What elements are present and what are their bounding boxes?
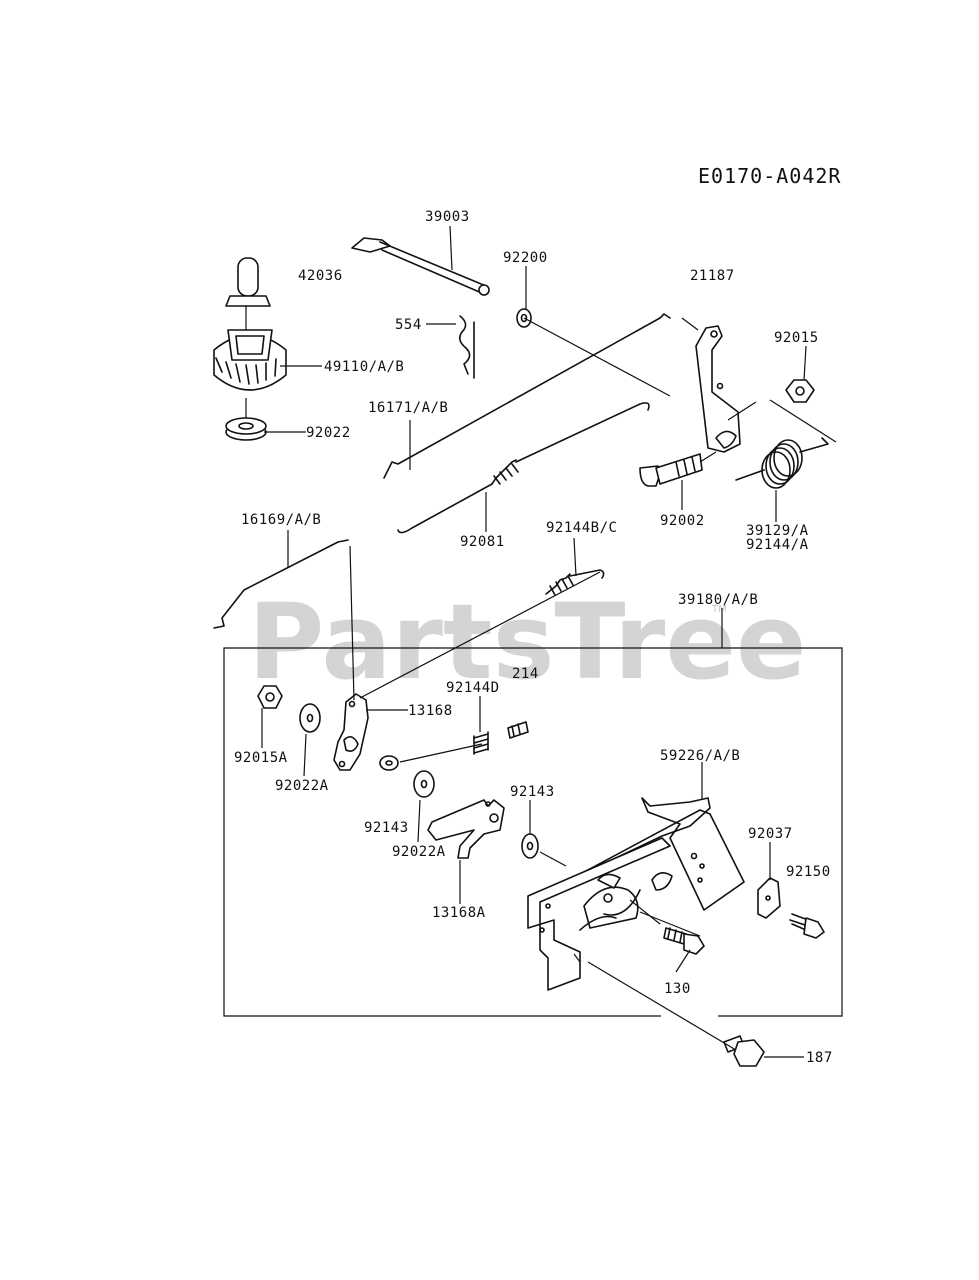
label-49110[interactable]: 49110/A/B [324,359,404,375]
assembly-frame [223,647,843,1017]
label-92144a[interactable]: 92144/A [746,537,809,553]
choke-rod-part[interactable] [213,539,349,629]
label-92144d[interactable]: 92144D [446,680,500,696]
label-92150[interactable]: 92150 [786,864,831,880]
governor-spring-part[interactable] [397,402,650,534]
label-39129[interactable]: 39129/A [746,523,809,539]
label-13168[interactable]: 13168 [408,703,453,719]
label-92002[interactable]: 92002 [660,513,705,529]
bolt-92150-part[interactable] [789,913,825,939]
label-39180[interactable]: 39180/A/B [678,592,758,608]
watermark: PartsTree [248,581,806,703]
watermark-trademark: TM [711,604,727,615]
label-21187[interactable]: 21187 [690,268,735,284]
control-lever-part[interactable] [695,325,741,453]
governor-gear-part[interactable] [213,257,287,391]
label-130[interactable]: 130 [664,981,691,997]
label-554[interactable]: 554 [395,317,422,333]
label-92037[interactable]: 92037 [748,826,793,842]
washer-92022-part[interactable] [225,417,267,441]
label-39003[interactable]: 39003 [425,209,470,225]
screw-214-part[interactable] [507,721,529,739]
washer-92143-right-part[interactable] [521,833,539,859]
bolt-130-part[interactable] [663,927,705,955]
label-42036[interactable]: 42036 [298,268,343,284]
label-92143-1[interactable]: 92143 [510,784,555,800]
leader-lines [245,225,837,1058]
label-92022a-2[interactable]: 92022A [392,844,446,860]
governor-rod-part[interactable] [383,313,671,479]
label-92081[interactable]: 92081 [460,534,505,550]
washer-92143-upper-part[interactable] [379,755,399,771]
label-92022a-1[interactable]: 92022A [275,778,329,794]
label-92200[interactable]: 92200 [503,250,548,266]
label-92022[interactable]: 92022 [306,425,351,441]
control-plate-part[interactable] [527,797,745,991]
pin-554-part[interactable] [458,315,471,375]
bracket-13168a-part[interactable] [427,799,505,859]
label-187[interactable]: 187 [806,1050,833,1066]
label-13168a[interactable]: 13168A [432,905,486,921]
washer-92022a-mid-part[interactable] [413,770,435,798]
label-92015a[interactable]: 92015A [234,750,288,766]
label-92144bc[interactable]: 92144B/C [546,520,617,536]
bolt-187-part[interactable] [723,1035,765,1067]
lever-13168-part[interactable] [333,693,369,771]
torsion-spring-part[interactable] [735,437,829,489]
label-92015[interactable]: 92015 [774,330,819,346]
governor-shaft-part[interactable] [351,237,490,296]
label-16171[interactable]: 16171/A/B [368,400,448,416]
label-59226[interactable]: 59226/A/B [660,748,740,764]
label-214[interactable]: 214 [512,666,539,682]
spring-92144bc-part[interactable] [545,569,605,596]
nut-92015-part[interactable] [785,379,815,403]
label-92143-2[interactable]: 92143 [364,820,409,836]
part-labels: 39003 42036 92200 21187 554 49110/A/B 92… [234,209,833,1066]
spring-92144d-part[interactable] [473,731,489,755]
diagram-code: E0170-A042R [698,164,841,188]
clip-92037-part[interactable] [757,877,781,919]
washer-92022a-left-part[interactable] [299,703,321,733]
label-16169[interactable]: 16169/A/B [241,512,321,528]
nut-92015a-part[interactable] [257,685,283,709]
bolt-92002-part[interactable] [639,453,703,487]
